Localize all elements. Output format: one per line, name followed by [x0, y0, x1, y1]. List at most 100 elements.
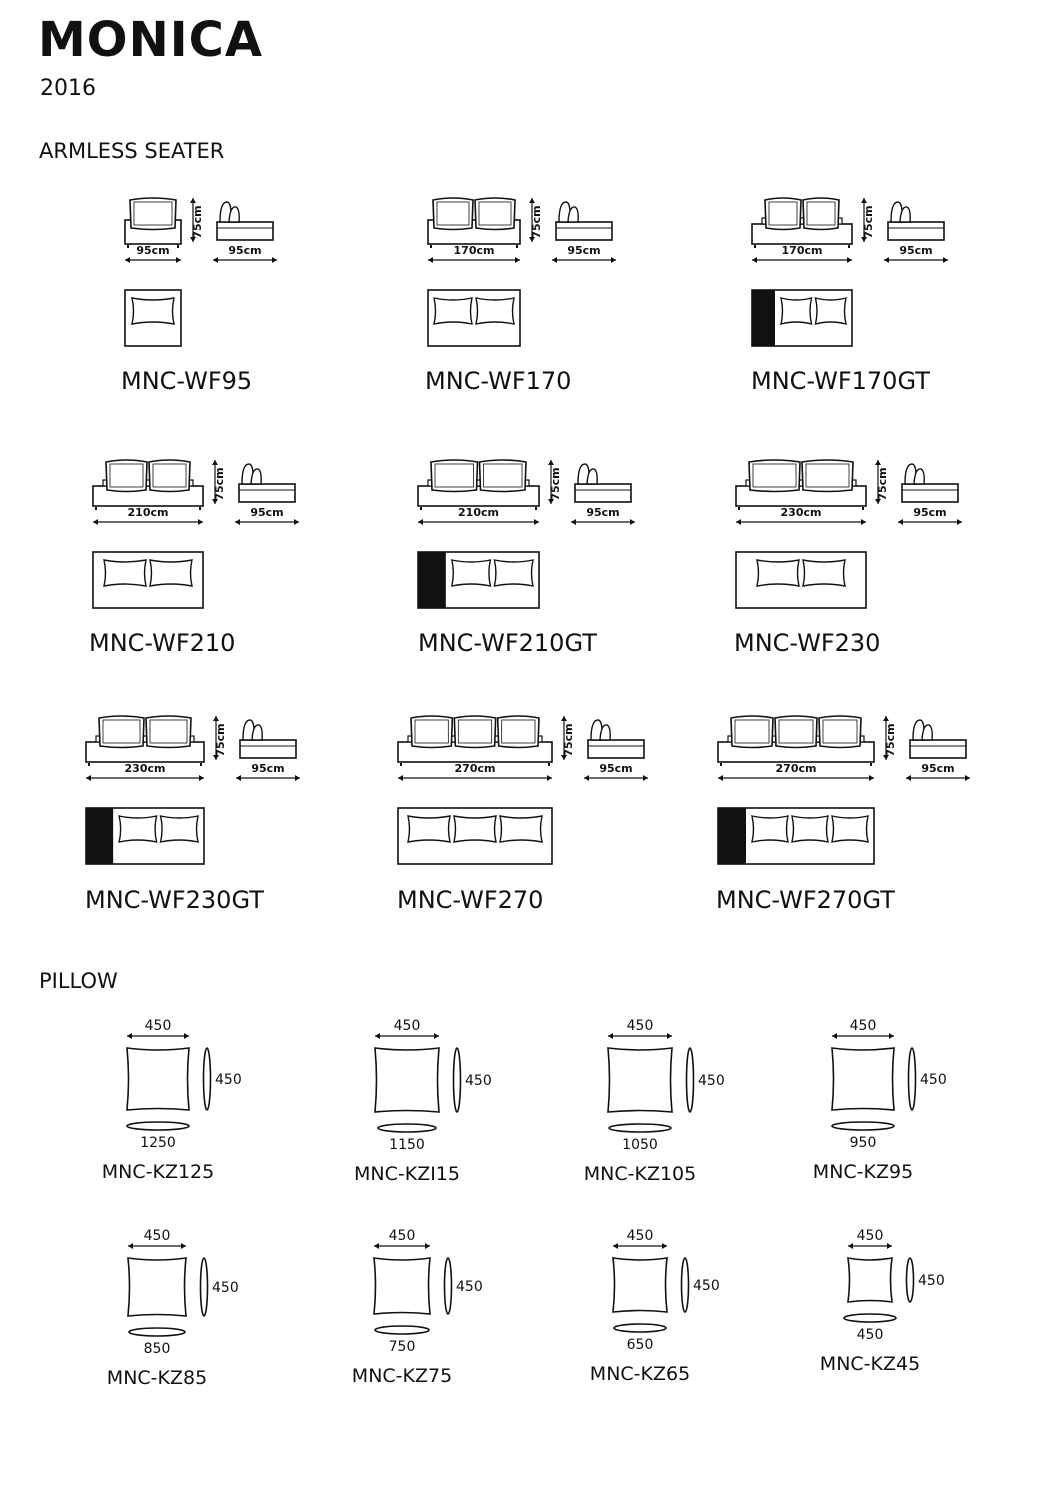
cushion-top [751, 815, 789, 843]
depth-label: 95cm [250, 506, 283, 519]
width-label: 270cm [455, 762, 496, 775]
pillow-width-label: 450 [389, 1228, 416, 1244]
cushion-top [159, 815, 199, 843]
pillow-bottom [608, 1123, 672, 1133]
pillow-length-label: 1250 [140, 1135, 176, 1151]
width-label: 210cm [458, 506, 499, 519]
cushion-seam [768, 201, 798, 226]
height-label: 75cm [876, 467, 889, 500]
cushion-seam [152, 463, 187, 488]
arrowhead [561, 716, 567, 760]
product-code: MNC-WF270GT [716, 886, 895, 914]
sofa-side-body [909, 739, 967, 759]
arrowhead [213, 716, 219, 760]
cushion [432, 197, 474, 231]
cushion-seam [133, 201, 173, 226]
width-label: 170cm [454, 244, 495, 257]
cushion-top [791, 815, 829, 843]
sofa-plan-dark-end [86, 808, 114, 864]
height-label: 75cm [884, 723, 897, 756]
pillow-front [607, 1047, 673, 1113]
cushion [430, 459, 479, 493]
width-label: 230cm [125, 762, 166, 775]
pillow-side [202, 1047, 212, 1111]
sofa-side-body [587, 739, 645, 759]
pillow-length-label: 1050 [622, 1137, 658, 1153]
cushion-seam [414, 719, 449, 744]
pillow-bottom [843, 1313, 897, 1323]
pillow-bottom [377, 1123, 437, 1133]
height-label: 75cm [213, 467, 226, 500]
cushion [478, 459, 527, 493]
cushion-top [475, 297, 515, 325]
cushion [764, 197, 802, 231]
collection-year: 2016 [40, 76, 96, 101]
sofa-side-body [239, 739, 297, 759]
height-label: 75cm [214, 723, 227, 756]
product-code: MNC-WF270 [397, 886, 543, 914]
height-label: 75cm [191, 205, 204, 238]
pillow-bottom [128, 1327, 186, 1337]
pillow-width-label: 450 [627, 1228, 654, 1244]
cushion-seam [752, 463, 797, 488]
pillow-side [586, 468, 598, 485]
cushion [129, 197, 177, 231]
cushion-seam [149, 719, 188, 744]
cushion-top [450, 559, 492, 587]
cushion-top [831, 815, 869, 843]
depth-label: 95cm [251, 762, 284, 775]
pillow-front [612, 1257, 668, 1313]
cushion [818, 715, 862, 749]
cushion-top [780, 297, 813, 325]
cushion [801, 459, 854, 493]
pillow-width-label: 450 [850, 1018, 877, 1034]
sofa-plan-dark-end [418, 552, 446, 608]
page-title: MONICA [38, 12, 263, 68]
product-code: MNC-WF170 [425, 367, 571, 395]
pillow-front [126, 1047, 190, 1111]
width-label: 230cm [781, 506, 822, 519]
arrowhead [529, 198, 535, 242]
sofa-side-body [238, 483, 296, 503]
pillow-width-label: 450 [144, 1228, 171, 1244]
cushion-seam [109, 463, 144, 488]
pillow-code: MNC-KZ65 [590, 1363, 690, 1385]
pillow-height-label: 450 [698, 1073, 725, 1089]
seat-line [95, 735, 195, 743]
depth-label: 95cm [913, 506, 946, 519]
pillow-length-label: 650 [627, 1337, 654, 1353]
pillow-height-label: 450 [456, 1279, 483, 1295]
pillow-height-label: 450 [693, 1278, 720, 1294]
sofa-plan [735, 551, 867, 609]
pillow-length-label: 750 [389, 1339, 416, 1355]
pillow-height-label: 450 [920, 1072, 947, 1088]
cushion [774, 715, 818, 749]
cushion-seam [478, 201, 512, 226]
cushion [802, 197, 840, 231]
cushion-seam [457, 719, 493, 744]
cushion [410, 715, 454, 749]
depth-label: 95cm [567, 244, 600, 257]
cushion [98, 715, 145, 749]
sofa-side-body [574, 483, 632, 503]
height-label: 75cm [530, 205, 543, 238]
cushion-seam [805, 463, 850, 488]
arrowhead [875, 460, 881, 504]
cushion [145, 715, 192, 749]
pillow-front [374, 1047, 440, 1113]
cushion-top [118, 815, 158, 843]
cushion-top [499, 815, 543, 843]
pillow-side [913, 468, 925, 485]
seat-line [427, 479, 530, 487]
cushion-top [453, 815, 497, 843]
width-label: 170cm [782, 244, 823, 257]
cushion [730, 715, 774, 749]
cushion-top [493, 559, 534, 587]
